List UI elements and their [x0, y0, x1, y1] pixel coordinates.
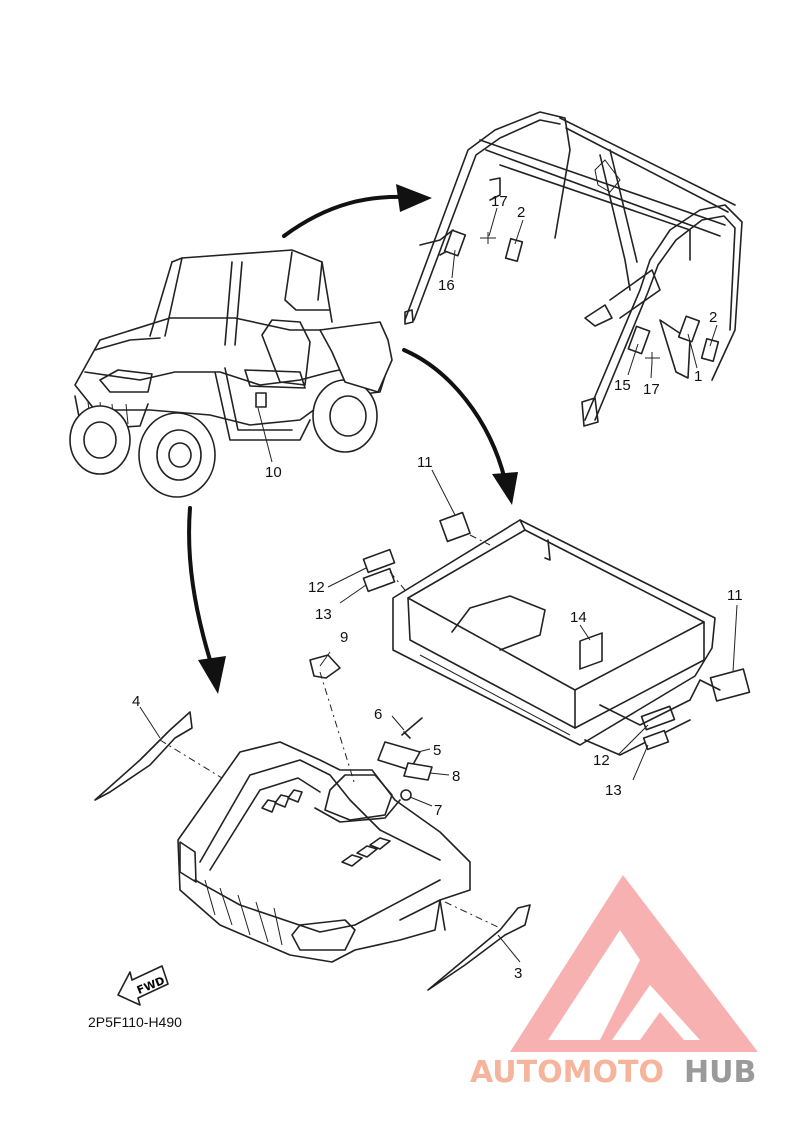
bed-label-11-top: [439, 511, 471, 543]
callout-12-left: 12: [308, 579, 325, 596]
callout-9: 9: [340, 629, 348, 646]
svg-text:4x4: 4x4: [718, 680, 741, 698]
vehicle-overview: [69, 249, 393, 498]
callout-3: 3: [514, 965, 522, 982]
callout-4: 4: [132, 693, 140, 710]
bed-emblem-rhino-icon: [640, 705, 676, 731]
callout-2-right: 2: [709, 309, 717, 326]
watermark-text-accent: HUB: [684, 1055, 756, 1090]
bed-label-13-right: [642, 729, 670, 751]
bed-label-14: [579, 632, 603, 670]
cage-label-2-left: [504, 237, 524, 263]
rivet-17-top-icon: [480, 232, 496, 244]
arrow-to-cage-icon: [282, 184, 432, 238]
callout-17-bottom: 17: [643, 381, 660, 398]
callout-5: 5: [433, 742, 441, 759]
callout-11-right: 11: [727, 587, 743, 604]
callout-13-right: 13: [605, 782, 622, 799]
cage-label-16: [443, 229, 467, 257]
arrow-to-bed-icon: [402, 348, 518, 505]
callout-6: 6: [374, 706, 382, 723]
diagram-code: 2P5F110-H490: [88, 1014, 182, 1030]
front-hood: [94, 651, 531, 991]
nut-7-icon: [400, 789, 412, 801]
bed-emblem-4x4-icon: 4x4: [709, 668, 751, 702]
fwd-arrow-icon: FWD: [117, 965, 169, 1006]
label-8: [403, 762, 433, 781]
emblem-9-icon: [309, 654, 341, 679]
callout-11-top: 11: [417, 454, 433, 471]
screw-6-icon: [401, 717, 423, 739]
front-wheel-right: [138, 412, 216, 498]
watermark-logo-icon: [510, 875, 758, 1052]
decal-4: [94, 711, 193, 801]
callout-17-top: 17: [491, 193, 508, 210]
callout-12-right: 12: [593, 752, 610, 769]
front-wheel-left: [69, 405, 131, 475]
callout-10: 10: [265, 464, 282, 481]
bed-label-12-left: [362, 548, 396, 574]
emblem-3: [427, 904, 531, 991]
callout-7: 7: [434, 802, 442, 819]
watermark-text-main: AUTOMOTO: [470, 1055, 664, 1090]
roll-cage: [404, 111, 743, 427]
cage-label-15: [627, 325, 651, 355]
arrow-to-hood-icon: [187, 506, 226, 694]
callout-14: 14: [570, 609, 587, 626]
cage-label-1: [677, 315, 701, 343]
callout-8: 8: [452, 768, 460, 785]
callout-1: 1: [694, 368, 702, 385]
rear-wheel: [312, 379, 378, 453]
callout-15: 15: [614, 377, 631, 394]
cage-label-2-right: [700, 337, 720, 363]
rivet-17-bottom-icon: [645, 352, 660, 364]
callout-16: 16: [438, 277, 455, 294]
callout-13-left: 13: [315, 606, 332, 623]
cargo-bed: 4x4: [327, 469, 751, 781]
callout-2-left: 2: [517, 204, 525, 221]
